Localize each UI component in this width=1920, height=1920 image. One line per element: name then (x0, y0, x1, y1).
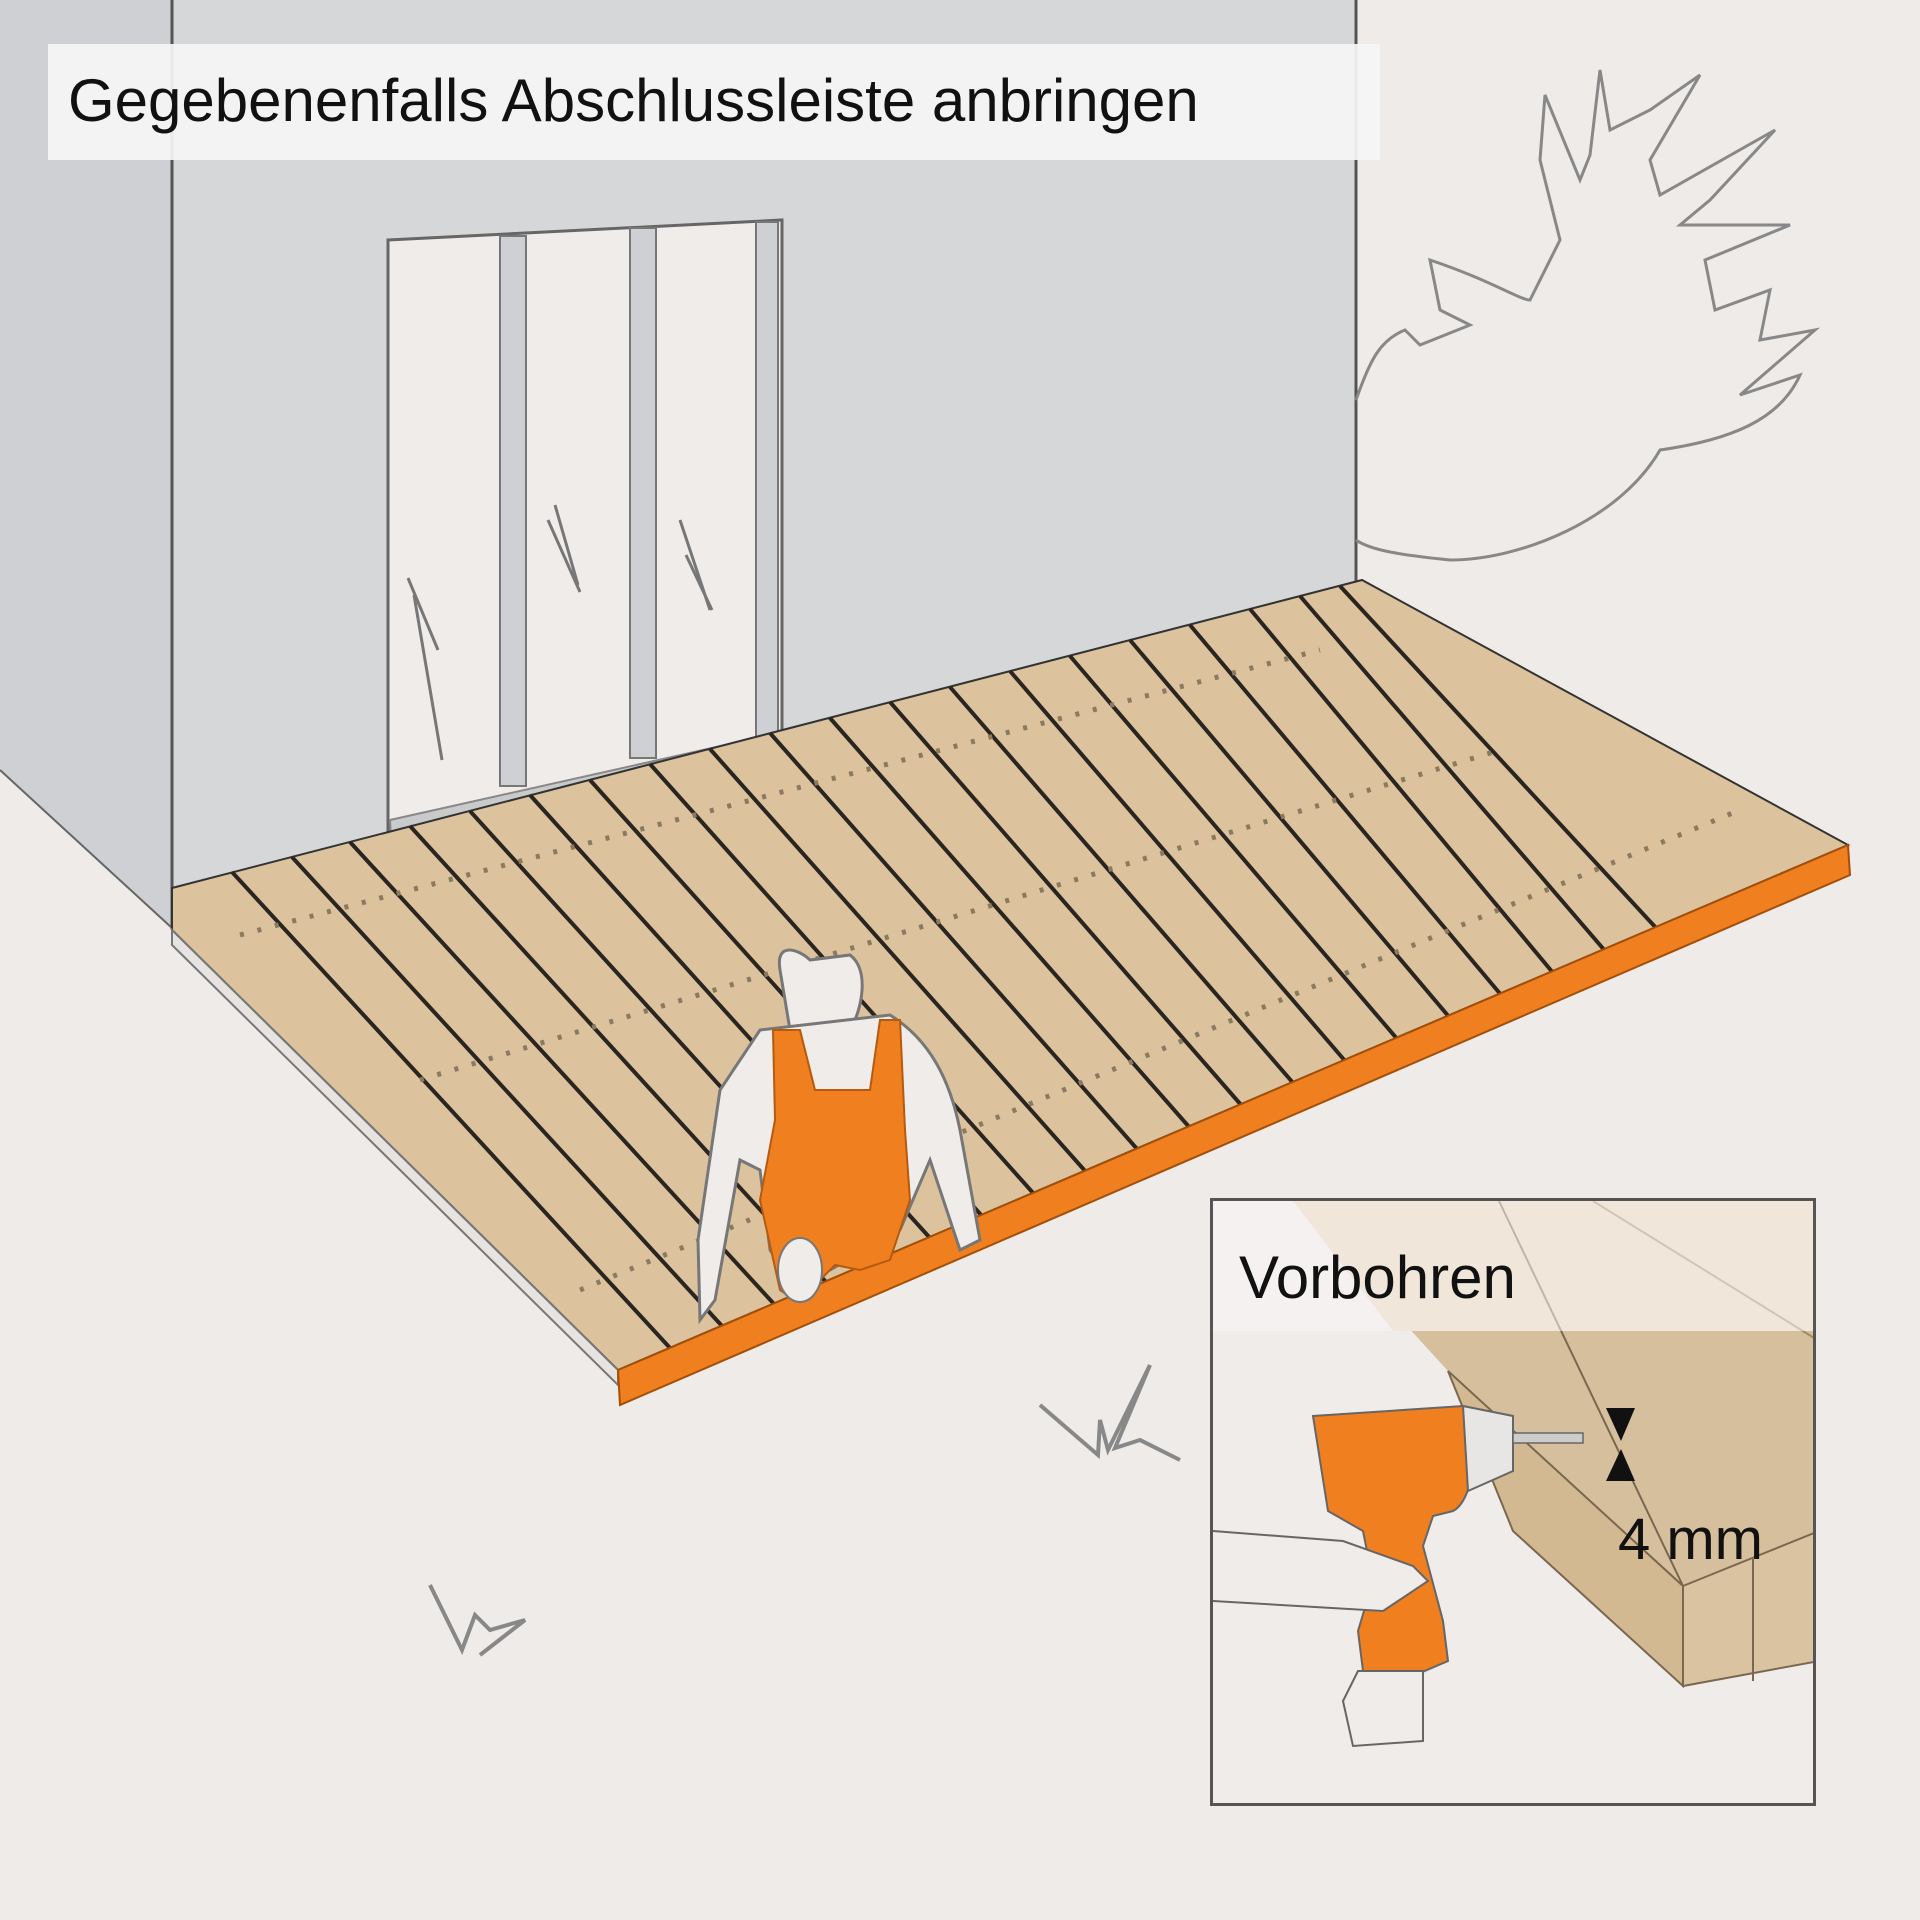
dimension-arrow-top (1606, 1408, 1635, 1441)
dimension-arrow-bottom (1606, 1449, 1635, 1481)
inset-label-banner (1213, 1201, 1813, 1331)
caption-title: Gegebenenfalls Abschlussleiste anbringen (68, 67, 1199, 134)
screw-rows (239, 647, 1741, 1293)
inset-label: Vorbohren (1239, 1244, 1516, 1311)
wall-side (0, 0, 172, 928)
caption-banner (48, 44, 1380, 160)
bush-outline (1354, 69, 1821, 562)
worker-figure (696, 948, 982, 1325)
drill-icon (1213, 1404, 1584, 1748)
grass-tufts (428, 1364, 1181, 1657)
sliding-glass-door (386, 218, 784, 862)
inset-detail-panel: Vorbohren 4 mm (1210, 1198, 1816, 1806)
drill-size-label: 4 mm (1618, 1507, 1763, 1572)
finishing-strip (616, 843, 1852, 1407)
